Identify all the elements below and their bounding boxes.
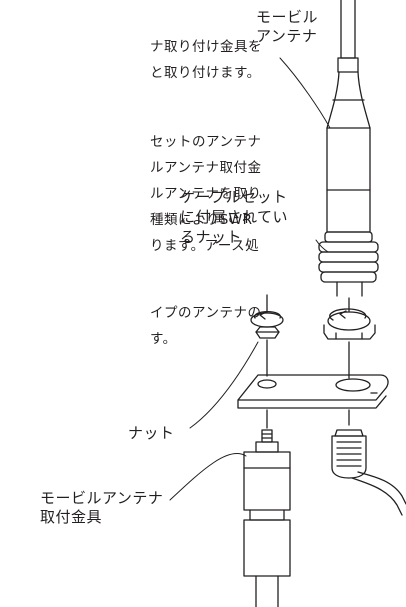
antenna-whip <box>340 0 356 59</box>
paragraph-2-line-5: ります。アース処 <box>150 238 260 254</box>
paragraph-2-line-4: 種類によりSWR <box>150 212 253 228</box>
paragraph-1-line-1: ナ取り付け金具を <box>150 39 262 55</box>
paragraph-1-line-2: と取り付けます。 <box>150 65 261 81</box>
paragraph-3-line-1: イプのアンテナの <box>150 305 262 321</box>
cable-nut-label-line-2: に付属されてい <box>180 208 289 226</box>
left-connector <box>243 429 291 607</box>
antenna-body <box>326 57 371 233</box>
nut-label: ナット <box>128 424 175 442</box>
paragraph-2-line-3: ルアンテナを取り <box>150 186 262 202</box>
paragraph-3-line-2: す。 <box>150 331 177 347</box>
paragraph-2-line-1: セットのアンテナ <box>150 134 262 150</box>
alignment-lines <box>266 294 350 429</box>
stud-nut <box>250 311 284 339</box>
antenna-label-line-1: モービル <box>256 8 319 26</box>
paragraph-2-line-2: ルアンテナ取付金 <box>150 160 262 176</box>
bracket-label-line-1: モービルアンテナ <box>40 489 164 507</box>
antenna-label-line-2: アンテナ <box>256 27 318 45</box>
cable-nut-label-line-1: ケーブルセット <box>180 188 288 206</box>
mounting-bracket <box>237 374 389 409</box>
antenna-base <box>318 231 379 297</box>
bracket-label-line-2: 取付金具 <box>40 508 103 526</box>
cable-nut-label-line-3: るナット <box>180 228 243 246</box>
right-connector <box>331 429 406 516</box>
leader-lines <box>169 57 331 501</box>
cable-nut <box>323 308 376 340</box>
